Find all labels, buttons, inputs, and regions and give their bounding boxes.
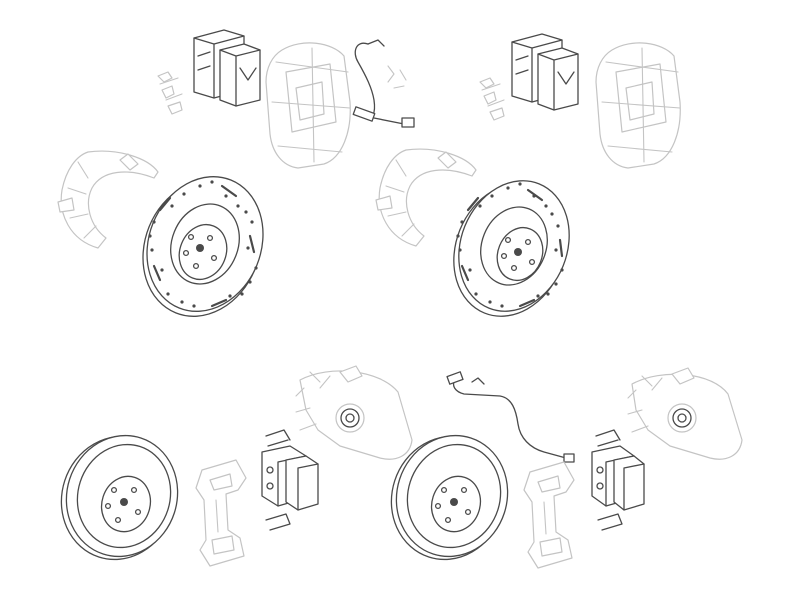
pad-clips [595, 429, 623, 531]
assembly-bottom-right [390, 367, 743, 569]
rear-caliper [295, 365, 413, 460]
brake-pad-set [591, 445, 645, 511]
assembly-bottom-left [60, 365, 413, 567]
plain-brake-disc [390, 434, 509, 561]
pad-wear-sensor [446, 371, 575, 463]
assembly-top-right [375, 33, 681, 317]
pad-clips [157, 71, 183, 115]
sensor-clips [387, 65, 407, 89]
plain-brake-disc [60, 434, 179, 561]
brake-caliper [595, 42, 681, 169]
caliper-carrier [195, 459, 247, 567]
dust-shield [57, 150, 159, 249]
pad-wear-sensor [352, 39, 415, 128]
pad-clips [479, 77, 505, 121]
rear-caliper [627, 367, 743, 460]
drilled-slotted-disc [453, 180, 570, 317]
brake-caliper [265, 42, 351, 169]
brake-pad-set [193, 29, 261, 107]
assembly-top-left [57, 29, 415, 317]
drilled-slotted-disc [142, 176, 264, 317]
pad-clips [265, 429, 291, 531]
brake-pad-set [511, 33, 579, 111]
brake-pad-set [261, 445, 319, 511]
caliper-carrier [523, 461, 575, 569]
